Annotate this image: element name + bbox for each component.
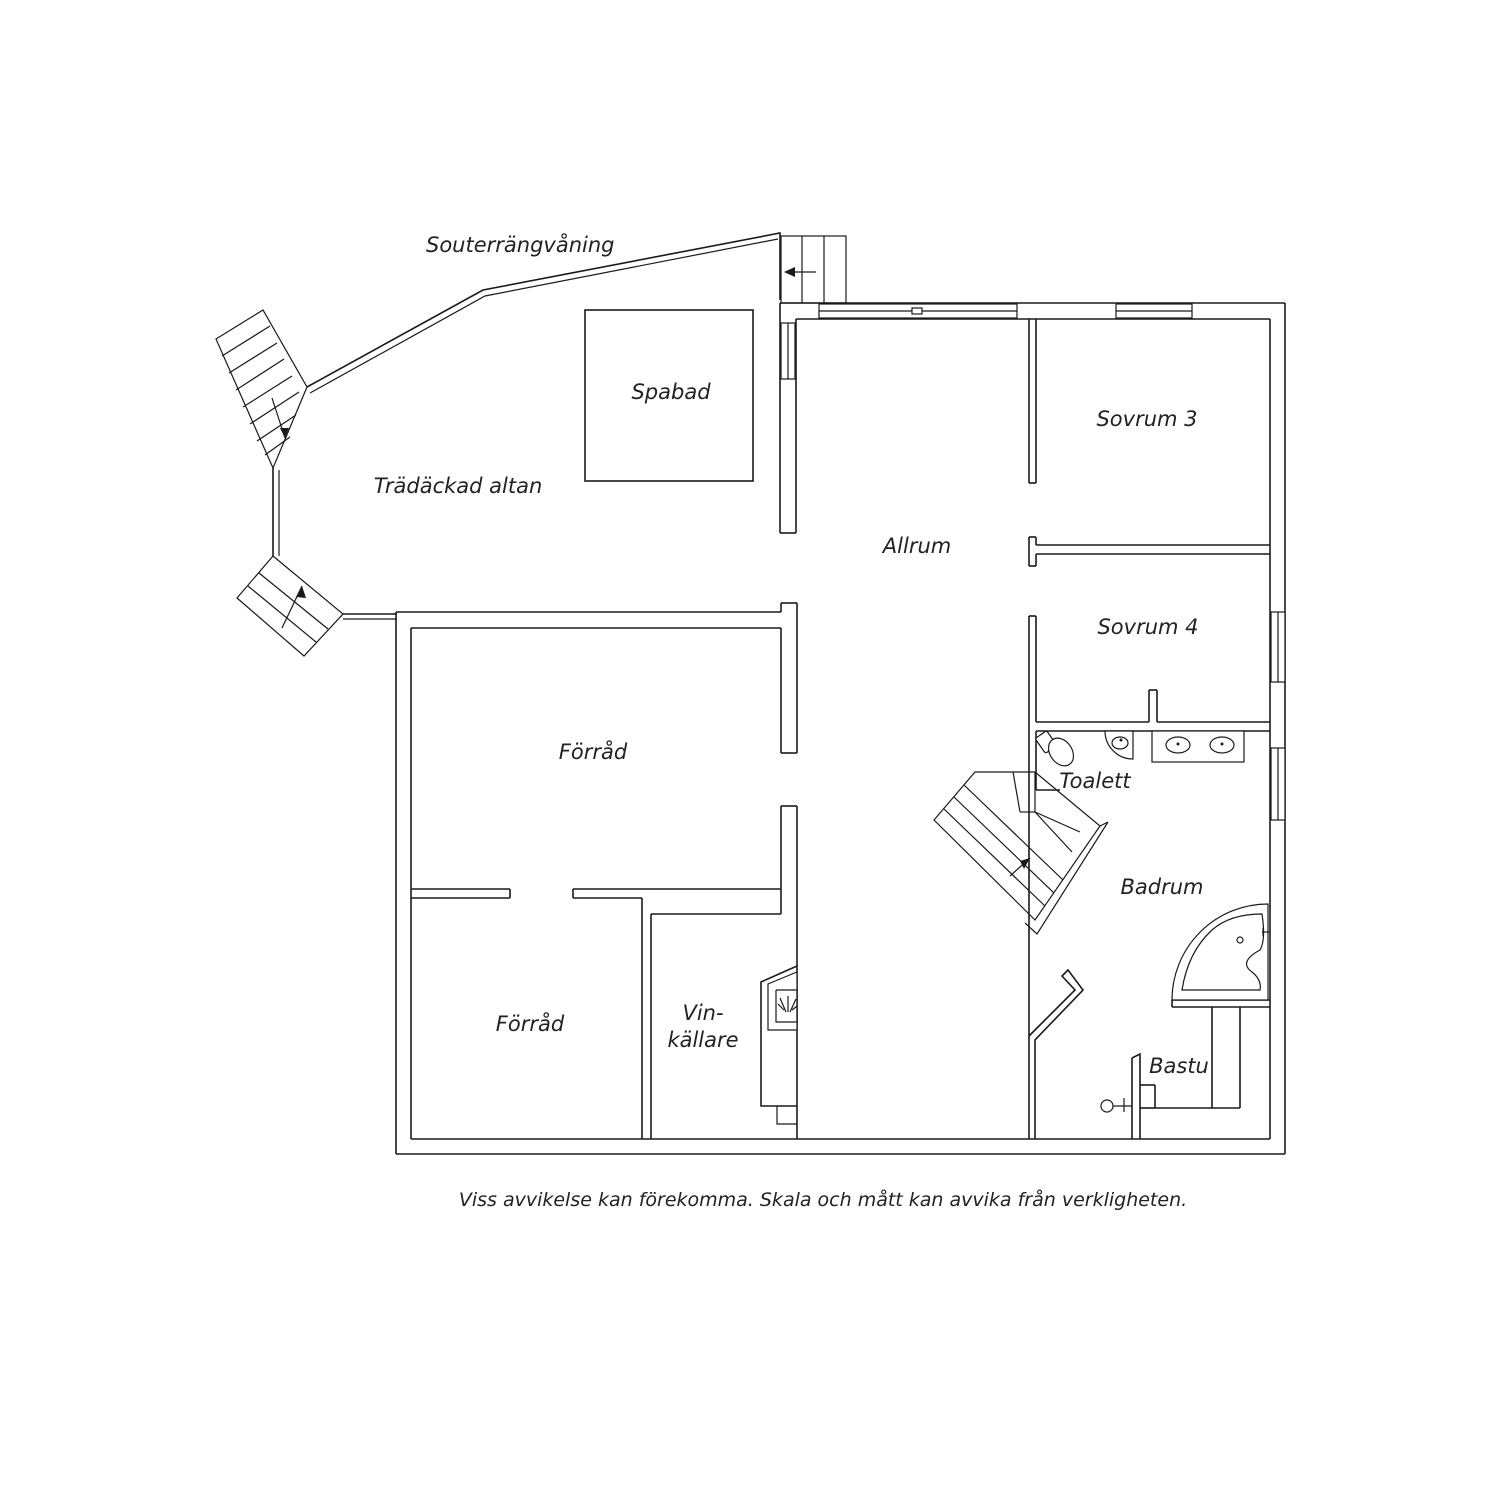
washbasin-corner-icon	[1104, 730, 1134, 760]
double-sink-icon	[1151, 730, 1245, 763]
label-vinkallare-1: Vin-	[682, 1001, 723, 1025]
label-forrad-2: Förråd	[496, 1011, 565, 1036]
spabad-outline	[584, 309, 754, 482]
toilet-icon	[1035, 730, 1075, 767]
interior-walls-east	[1028, 319, 1270, 1139]
stair-north-entry	[780, 235, 847, 304]
label-altan: Trädäckad altan	[374, 474, 543, 498]
stair-northwest	[215, 309, 308, 470]
stair-west	[236, 555, 344, 657]
terrace-outline	[272, 232, 781, 620]
label-bastu: Bastu	[1149, 1054, 1209, 1078]
fireplace	[760, 965, 798, 1125]
disclaimer: Viss avvikelse kan förekomma. Skala och …	[459, 1188, 1187, 1211]
label-allrum: Allrum	[881, 534, 951, 558]
label-forrad-1: Förråd	[559, 739, 628, 764]
label-badrum: Badrum	[1120, 875, 1203, 899]
label-spabad: Spabad	[631, 380, 711, 404]
label-vinkallare-2: källare	[667, 1028, 738, 1052]
shower-icon	[1100, 1098, 1132, 1113]
label-toalett: Toalett	[1059, 769, 1131, 793]
label-sovrum4: Sovrum 4	[1097, 615, 1198, 639]
storage-walls	[411, 603, 798, 1139]
label-sovrum3: Sovrum 3	[1096, 407, 1197, 431]
fire-icon	[777, 996, 798, 1013]
outer-walls	[395, 302, 1286, 1155]
stair-main	[933, 771, 1109, 935]
windows	[780, 303, 1286, 821]
bathtub-icon	[1171, 903, 1270, 1001]
floor-title: Souterrängvåning	[426, 232, 615, 257]
